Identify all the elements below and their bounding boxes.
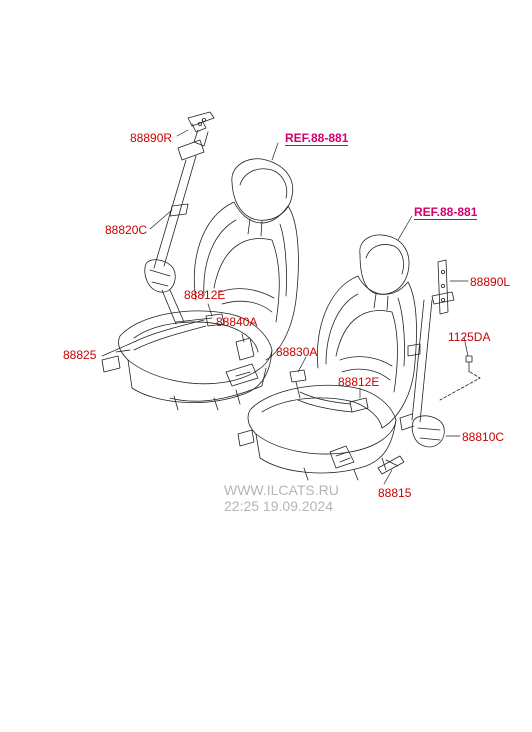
right-headrest	[359, 234, 410, 295]
label-88815: 88815	[378, 486, 412, 500]
leader-lines	[101, 129, 469, 485]
watermark-timestamp: 22:25 19.09.2024	[224, 498, 333, 514]
watermark-site: WWW.ILCATS.RU	[224, 482, 339, 498]
label-88825: 88825	[63, 348, 97, 362]
label-88890l: 88890L	[470, 275, 511, 289]
ref-label-right[interactable]: REF.88-881	[414, 205, 478, 220]
label-1125da: 1125DA	[448, 330, 491, 344]
right-cushion	[247, 384, 397, 455]
label-88840a: 88840A	[216, 315, 258, 329]
left-seat	[101, 158, 299, 411]
label-88812e-left: 88812E	[184, 288, 226, 302]
label-88890r: 88890R	[130, 131, 173, 145]
left-headrest	[231, 158, 294, 221]
ref-label-left[interactable]: REF.88-881	[285, 131, 349, 146]
label-88812e-right: 88812E	[338, 375, 380, 389]
label-88830a: 88830A	[276, 345, 318, 359]
left-seatback	[193, 201, 299, 361]
label-88820c: 88820C	[105, 223, 148, 237]
right-seat	[237, 234, 417, 481]
label-88810c: 88810C	[462, 430, 505, 444]
left-belt-assembly	[133, 111, 255, 361]
right-seatback	[316, 275, 417, 429]
right-belt-assembly	[289, 259, 481, 475]
